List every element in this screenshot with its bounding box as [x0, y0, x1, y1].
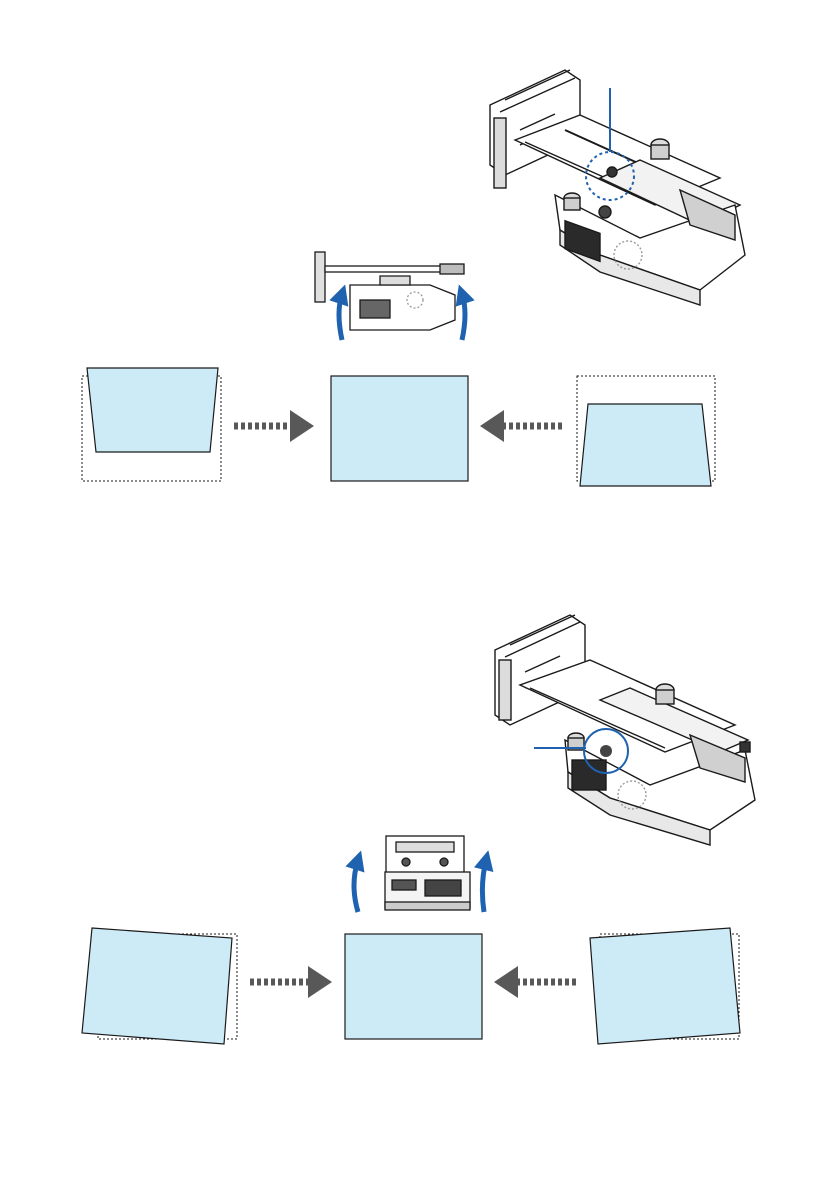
dashed-arrow-icon [480, 410, 562, 442]
front-view-bracket-icon [385, 836, 470, 910]
dashed-arrow-icon [250, 966, 332, 998]
screen-rotated-ccw [82, 928, 237, 1044]
wall-mount-bracket-icon [495, 615, 748, 752]
screen-corrected-square [331, 376, 468, 481]
dashed-arrow-icon [494, 966, 576, 998]
screen-corrected-square [345, 934, 482, 1039]
screen-keystone-bottom-wide [577, 376, 715, 486]
screen-keystone-top-wide [82, 368, 221, 481]
section-1-tilt-adjustment [82, 70, 745, 486]
dashed-arrow-icon [234, 410, 314, 442]
screen-rotated-cw [590, 928, 740, 1044]
section-2-skew-adjustment [82, 615, 755, 1044]
